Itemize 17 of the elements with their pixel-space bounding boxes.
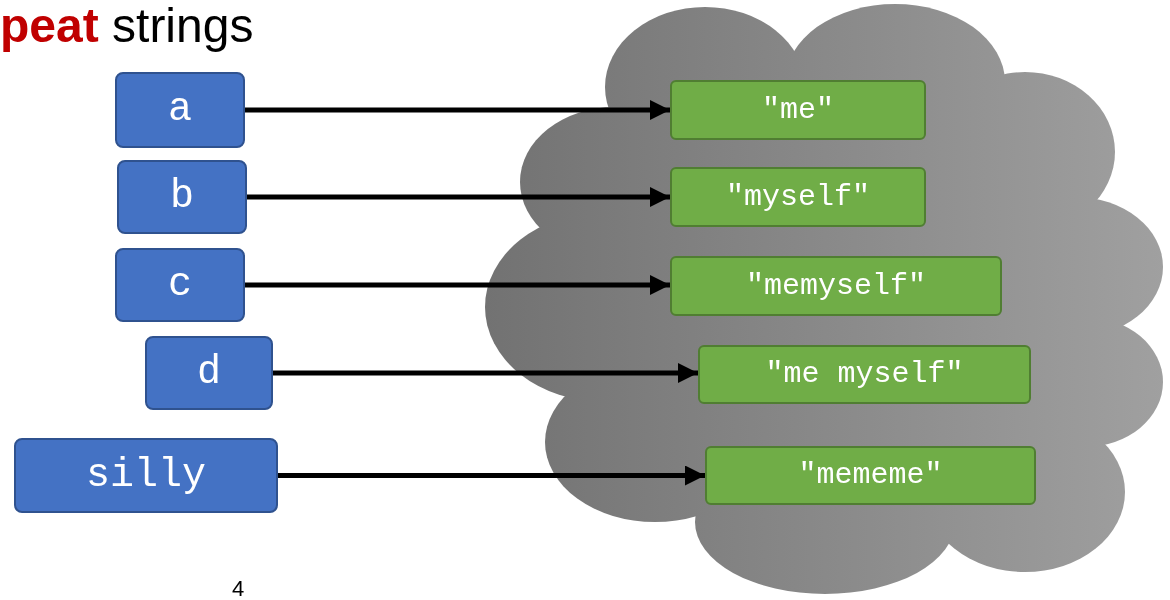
- arrow: [245, 100, 670, 120]
- arrow: [247, 187, 670, 207]
- page-number: 4: [232, 578, 245, 600]
- arrow: [278, 465, 705, 486]
- string-value-box: "me myself": [698, 345, 1031, 404]
- variable-box: silly: [14, 438, 278, 513]
- string-value-box: "memyself": [670, 256, 1002, 316]
- arrow: [273, 363, 698, 383]
- arrow: [245, 275, 670, 295]
- variable-box: c: [115, 248, 245, 322]
- string-value-box: "me": [670, 80, 926, 140]
- variable-box: d: [145, 336, 273, 410]
- title: peat strings: [0, 0, 254, 54]
- variable-box: b: [117, 160, 247, 234]
- string-value-box: "myself": [670, 167, 926, 227]
- string-value-box: "mememe": [705, 446, 1036, 505]
- variable-box: a: [115, 72, 245, 148]
